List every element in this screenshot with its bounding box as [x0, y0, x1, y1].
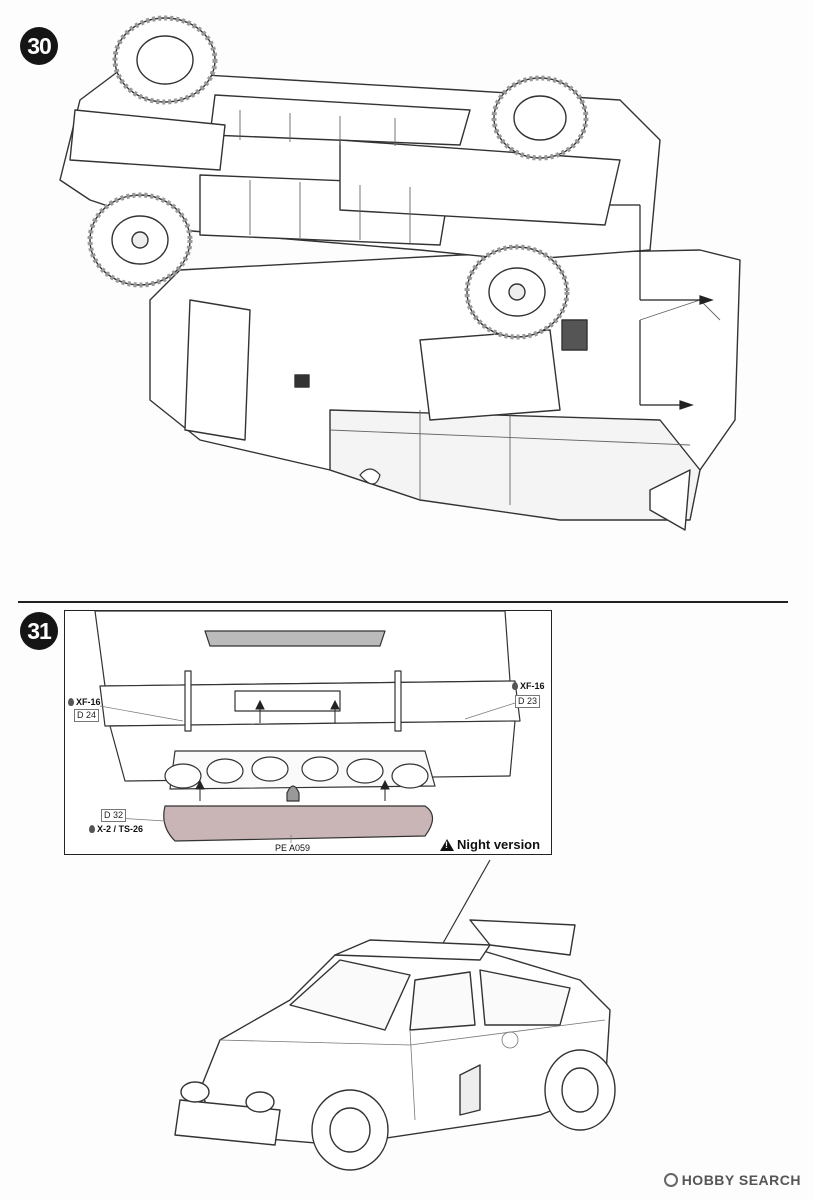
part-label-left: D 24 [74, 709, 100, 722]
step-31-badge: 31 [20, 612, 58, 650]
section-divider [18, 601, 788, 603]
step-31-number: 31 [27, 617, 52, 644]
night-version-text: Night version [457, 837, 541, 852]
warning-icon [440, 838, 454, 851]
completed-car-illustration [174, 859, 616, 1171]
front-lightbar-illustration [94, 610, 521, 843]
paint-code-right: XF-16 [520, 681, 545, 691]
paint-callout-right: XF-16 [512, 681, 545, 691]
paint-callout-left: XF-16 [68, 697, 101, 707]
step-31-detail-frame: XF-16 D 24 XF-16 D 23 D 32 X-2 / TS-26 P… [64, 610, 552, 855]
hobby-search-logo-icon [663, 1173, 678, 1187]
paint-code-left: XF-16 [76, 697, 101, 707]
part-label-right: D 23 [515, 695, 541, 708]
paint-code-lightbar: X-2 / TS-26 [97, 824, 144, 834]
paint-callout-lightbar: X-2 / TS-26 [89, 824, 143, 834]
paint-drop-icon [89, 825, 95, 833]
step-30-number: 30 [27, 32, 52, 59]
paint-drop-icon [68, 698, 74, 706]
part-label-lightbar: D 32 [101, 809, 127, 822]
step-30-badge: 30 [20, 27, 58, 65]
watermark-text: HOBBY SEARCH [681, 1172, 801, 1188]
watermark: HOBBY SEARCH [663, 1172, 801, 1188]
step-30-underbody-illustration [59, 15, 741, 531]
night-version-label: Night version [440, 837, 540, 852]
paint-drop-icon [512, 682, 518, 690]
pe-part-label: PE A059 [275, 843, 311, 853]
